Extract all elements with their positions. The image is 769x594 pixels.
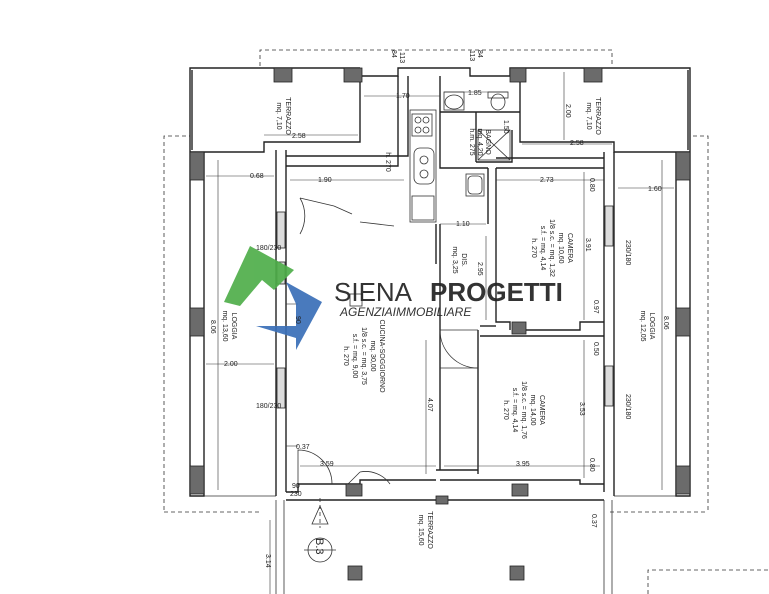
dim-label: 3.14: [264, 554, 271, 568]
columns: [189, 67, 691, 581]
dim-label: 1.85: [468, 90, 482, 97]
bagno-height: h.m. 275: [468, 128, 475, 155]
camera-top-height: h. 270: [530, 238, 537, 258]
dim-label: 113: [468, 50, 475, 61]
dim-label: 0.37: [590, 514, 597, 528]
terrazzo-left-area: mq. 7,10: [275, 102, 282, 129]
watermark-tagline: AGENZIAIMMOBILIARE: [339, 305, 472, 319]
dim-label: 4.07: [426, 398, 433, 412]
camera-bottom-sf: s.f. = mq. 4,14: [511, 388, 518, 433]
loggia-right-area: mq. 12,05: [639, 310, 646, 341]
section-label: B.3: [313, 538, 325, 555]
dim-label: 113: [398, 52, 405, 63]
dim-label: 84: [390, 50, 397, 58]
room-labels: TERRAZZO mq. 7,10 TERRAZZO mq. 7,10 BAGN…: [221, 97, 655, 549]
section-marker: [304, 498, 336, 563]
dim-label: 3.95: [516, 461, 530, 468]
dim-label: 230: [290, 491, 302, 498]
dim-label: 3.59: [320, 461, 334, 468]
dimension-labels: 1.70 1.85 2.58 2.58 1.90 2.73 1.60 0.68 …: [209, 50, 669, 568]
camera-top-name: CAMERA: [566, 233, 573, 263]
cucina-sf: s.f. = mq. 9,00: [351, 334, 358, 379]
dim-label: 3.53: [578, 402, 585, 416]
cucina-ratio: 1/8 s.c. = mq. 3,75: [360, 327, 367, 385]
cucina-area: mq. 30,00: [369, 340, 376, 371]
dim-label: 0.68: [250, 173, 264, 180]
dim-label: 0.50: [592, 342, 599, 356]
camera-top-sf: s.f. = mq. 4,14: [539, 226, 546, 271]
dim-label: 3.91: [584, 238, 591, 252]
dim-label: 90: [292, 483, 300, 490]
dim-label: 1.10: [456, 221, 470, 228]
camera-bottom-height: h. 270: [502, 400, 509, 420]
dis-name: DIS.: [460, 253, 467, 267]
terrazzo-bottom-area: mq. 15,60: [417, 514, 424, 545]
window-label: 180/230: [256, 245, 281, 252]
loggia-left-area: mq. 13,60: [221, 310, 228, 341]
dim-label: 2.58: [570, 140, 584, 147]
dim-label: 2.73: [540, 177, 554, 184]
dim-label: 84: [476, 50, 483, 58]
dim-label: 0.80: [588, 458, 595, 472]
dim-label: 1.60: [648, 186, 662, 193]
dim-label: 90: [294, 316, 301, 324]
watermark-brand-siena: SIENA: [334, 277, 413, 307]
watermark-brand-progetti: PROGETTI: [430, 277, 563, 307]
dim-label: 8.06: [662, 316, 669, 330]
loggia-left-name: LOGGIA: [230, 313, 237, 340]
cucina-name: CUCINA-SOGGIORNO: [378, 319, 385, 393]
cucina-height: h. 270: [342, 346, 349, 366]
camera-top-ratio: 1/8 s.c. = mq. 1,32: [548, 219, 555, 277]
watermark: SIENA PROGETTI AGENZIAIMMOBILIARE: [224, 246, 563, 350]
bagno-area: mq. 4,20: [476, 128, 483, 155]
window-label: 230/180: [624, 240, 631, 265]
bagno-name: BAGNO: [484, 129, 491, 155]
kitchen-fixtures: [409, 109, 437, 223]
terrazzo-right-area: mq. 7,10: [585, 102, 592, 129]
window-label: 180/230: [256, 403, 281, 410]
camera-top-area: mq. 10,60: [557, 232, 564, 263]
dim-label: 1.90: [318, 177, 332, 184]
dim-label: 0.97: [592, 300, 599, 314]
dis-area: mq. 3,25: [451, 246, 458, 273]
dashed-boundaries: [163, 49, 769, 594]
logo-green-shape: [224, 246, 294, 306]
terrazzo-left-name: TERRAZZO: [284, 97, 291, 135]
dim-label: 1.70: [396, 93, 410, 100]
window-label: 230/180: [624, 394, 631, 419]
loggia-right-name: LOGGIA: [648, 313, 655, 340]
terrazzo-bottom-name: TERRAZZO: [426, 511, 433, 549]
dim-label: 2.95: [476, 262, 483, 276]
dim-label: 0.80: [588, 178, 595, 192]
dim-label: 2.58: [292, 133, 306, 140]
dim-label: 1.50: [502, 120, 509, 134]
logo-blue-shape: [256, 282, 322, 350]
camera-bottom-area: mq. 14,00: [529, 394, 536, 425]
camera-bottom-name: CAMERA: [538, 395, 545, 425]
dim-label: 2.00: [224, 361, 238, 368]
camera-bottom-ratio: 1/8 s.c. = mq. 1,76: [520, 381, 527, 439]
doors: [297, 197, 479, 485]
dim-label: 8.06: [209, 320, 216, 334]
dim-label: 0.37: [296, 444, 310, 451]
dim-label: 2.00: [564, 104, 571, 118]
kitchen-strip-height: h. 270: [384, 152, 391, 172]
terrazzo-right-name: TERRAZZO: [594, 97, 601, 135]
